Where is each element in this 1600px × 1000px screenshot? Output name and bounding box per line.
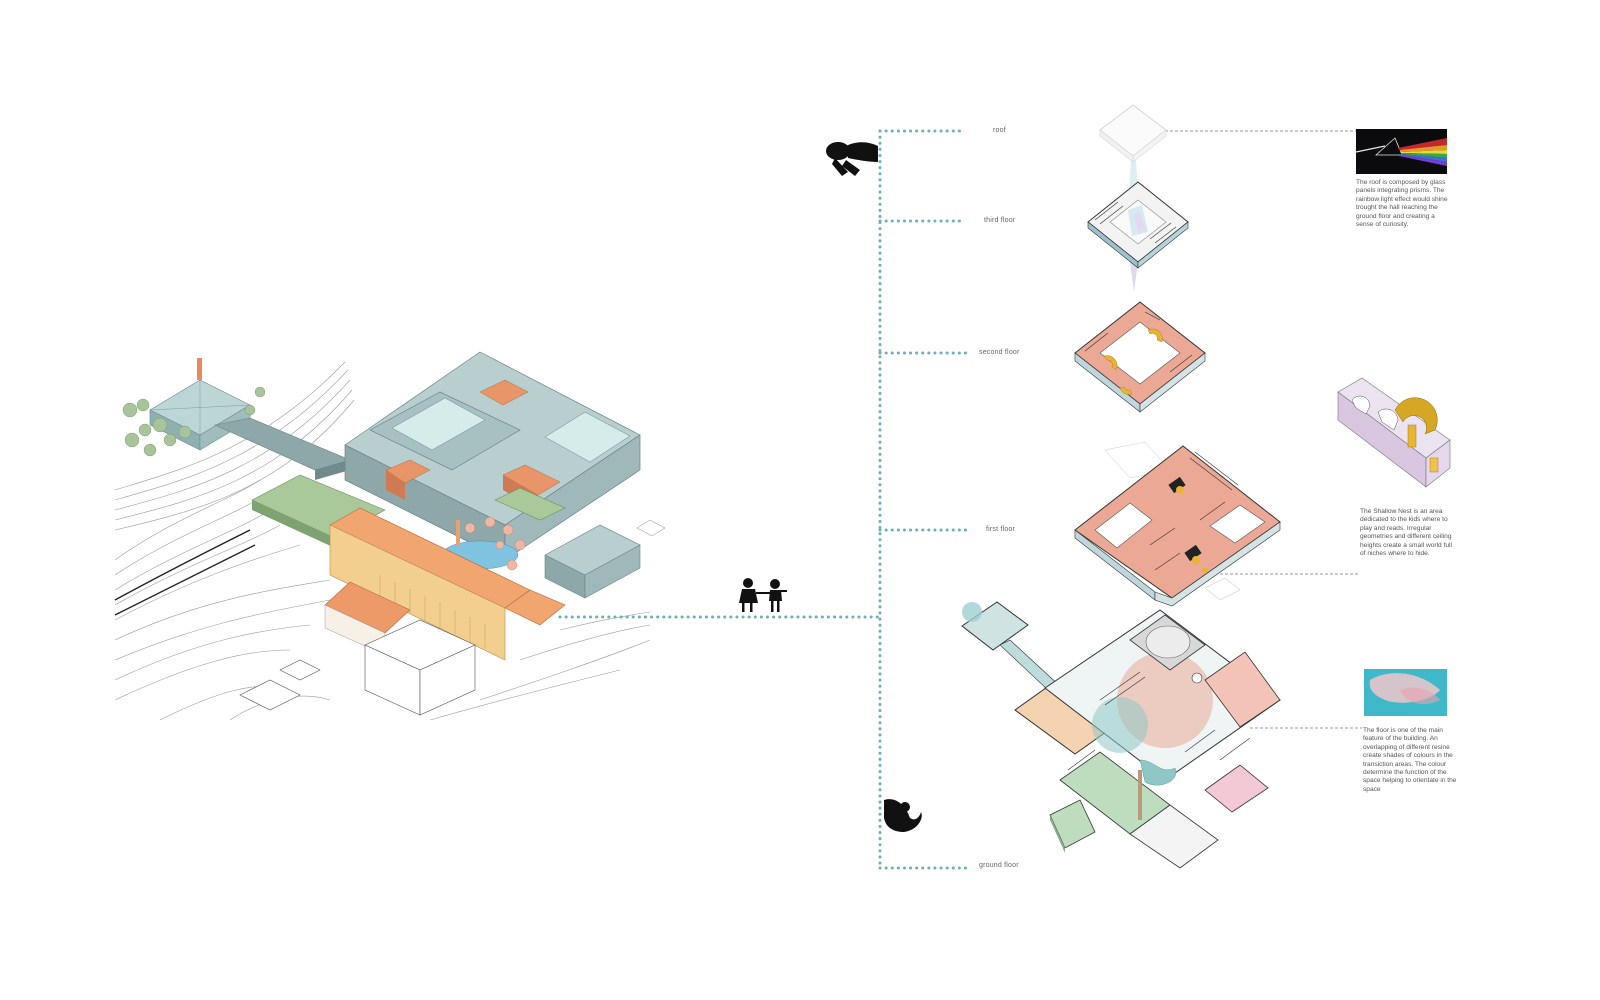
- shallow-nest-detail-axonometric: [1337, 377, 1451, 488]
- children-silhouette: [739, 578, 787, 612]
- leaning-person-silhouette: [826, 142, 878, 176]
- floor-label-third: third floor: [984, 217, 1016, 224]
- resin-floor-swatch: [1364, 669, 1447, 716]
- roof-annotation-text: The roof is composed by glass panels int…: [1356, 179, 1448, 229]
- floor-label-roof: roof: [993, 127, 1006, 134]
- ground-floor-annotation-text: The floor is one of the main feature of …: [1363, 727, 1457, 793]
- second-floor-plan: [1074, 301, 1206, 413]
- floor-label-ground: ground floor: [979, 862, 1019, 869]
- floor-label-first: first floor: [986, 526, 1016, 533]
- site-axonometric: [114, 351, 666, 721]
- crouching-figure-silhouette: [884, 799, 922, 832]
- third-floor-plan: [1087, 181, 1189, 269]
- prism-rainbow-photo: [1355, 129, 1447, 174]
- floor-label-second: second floor: [979, 349, 1020, 356]
- ground-floor-plan: [961, 601, 1281, 869]
- first-floor-annotation-text: The Shallow Nest is an area dedicated to…: [1360, 508, 1452, 558]
- floor-guide-lines: [558, 129, 972, 870]
- first-floor-plan: [1074, 441, 1281, 607]
